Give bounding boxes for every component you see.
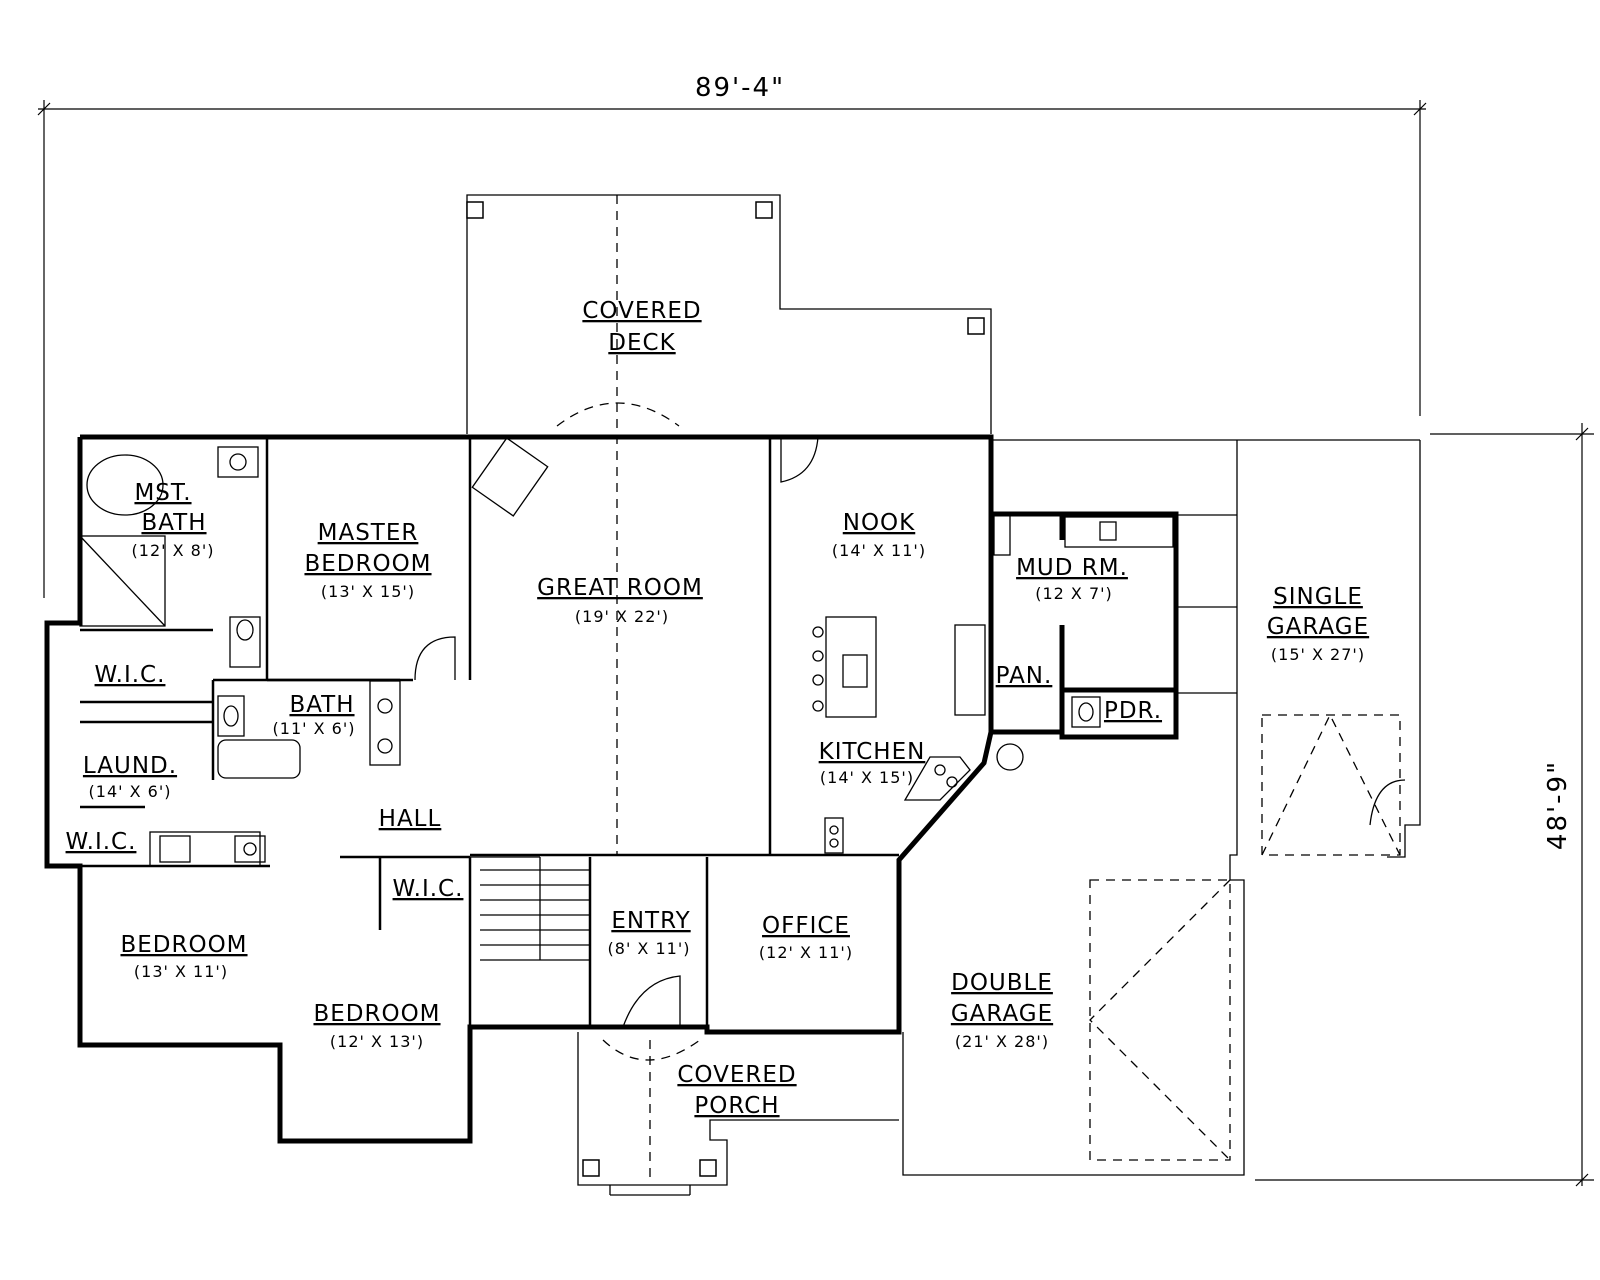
room-laund: LAUND. (14' X 6') — [83, 753, 177, 801]
room-mud-rm: MUD RM. (12 X 7') — [1016, 555, 1128, 603]
master-bedroom-label-2: BEDROOM — [304, 551, 431, 577]
wic-3-label: W.I.C. — [393, 876, 464, 902]
room-bedroom-2: BEDROOM (12' X 13') — [313, 1001, 440, 1051]
room-great-room: GREAT ROOM (19' X 22') — [537, 575, 703, 626]
covered-porch-label-1: COVERED — [677, 1062, 796, 1088]
mud-rm-label: MUD RM. — [1016, 555, 1128, 581]
garage-outlines — [1089, 713, 1406, 1161]
dimension-lines — [37, 100, 1594, 1187]
great-room-label: GREAT ROOM — [537, 575, 703, 601]
mst-bath-label-1: MST. — [134, 480, 191, 506]
room-kitchen: KITCHEN (14' X 15') — [819, 739, 926, 787]
mst-bath-size: (12' X 8') — [132, 541, 215, 560]
kitchen-size: (14' X 15') — [820, 768, 914, 787]
room-single-garage: SINGLE GARAGE (15' X 27') — [1267, 584, 1369, 664]
bedroom-1-label: BEDROOM — [120, 932, 247, 958]
room-bedroom-1: BEDROOM (13' X 11') — [120, 932, 247, 981]
pdr-label: PDR. — [1104, 698, 1162, 724]
covered-porch-outline — [577, 1032, 899, 1196]
double-garage-label-2: GARAGE — [951, 1001, 1053, 1027]
room-office: OFFICE (12' X 11') — [759, 913, 853, 962]
room-covered-porch: COVERED PORCH — [677, 1062, 796, 1119]
fixtures — [79, 436, 1174, 1028]
width-dimension: 89'-4" — [695, 73, 785, 103]
room-wic-1: W.I.C. — [95, 662, 166, 688]
bath-label: BATH — [289, 692, 354, 718]
room-pdr: PDR. — [1104, 698, 1162, 724]
room-mst-bath: MST. BATH (12' X 8') — [132, 480, 215, 560]
laund-size: (14' X 6') — [89, 782, 172, 801]
nook-label: NOOK — [843, 510, 916, 536]
master-bedroom-label-1: MASTER — [318, 520, 419, 546]
bedroom-2-label: BEDROOM — [313, 1001, 440, 1027]
room-double-garage: DOUBLE GARAGE (21' X 28') — [951, 970, 1053, 1051]
room-covered-deck: COVERED DECK — [582, 298, 701, 356]
wic-2-label: W.I.C. — [66, 829, 137, 855]
office-size: (12' X 11') — [759, 943, 853, 962]
mst-bath-label-2: BATH — [141, 510, 206, 536]
entry-size: (8' X 11') — [608, 939, 691, 958]
room-wic-2: W.I.C. — [66, 829, 137, 855]
room-master-bedroom: MASTER BEDROOM (13' X 15') — [304, 520, 431, 601]
interior-walls — [80, 437, 1421, 1176]
depth-dimension: 48'-9" — [1543, 760, 1573, 850]
room-hall: HALL — [379, 806, 442, 832]
double-garage-size: (21' X 28') — [955, 1032, 1049, 1051]
single-garage-label-1: SINGLE — [1273, 584, 1363, 610]
bath-size: (11' X 6') — [273, 719, 356, 738]
covered-deck-outline — [466, 194, 992, 855]
room-bath: BATH (11' X 6') — [273, 692, 356, 738]
room-pan: PAN. — [996, 663, 1053, 689]
bedroom-2-size: (12' X 13') — [330, 1032, 424, 1051]
wic-1-label: W.I.C. — [95, 662, 166, 688]
pan-label: PAN. — [996, 663, 1053, 689]
nook-size: (14' X 11') — [832, 541, 926, 560]
double-garage-label-1: DOUBLE — [951, 970, 1053, 996]
entry-label: ENTRY — [611, 908, 690, 934]
mud-rm-size: (12 X 7') — [1035, 584, 1113, 603]
master-bedroom-size: (13' X 15') — [321, 582, 415, 601]
covered-deck-label-1: COVERED — [582, 298, 701, 324]
room-wic-3: W.I.C. — [393, 876, 464, 902]
covered-deck-label-2: DECK — [608, 330, 675, 356]
kitchen-label: KITCHEN — [819, 739, 926, 765]
room-nook: NOOK (14' X 11') — [832, 510, 926, 560]
room-entry: ENTRY (8' X 11') — [608, 908, 691, 958]
single-garage-label-2: GARAGE — [1267, 614, 1369, 640]
great-room-size: (19' X 22') — [575, 607, 669, 626]
single-garage-size: (15' X 27') — [1271, 645, 1365, 664]
hall-label: HALL — [379, 806, 442, 832]
bedroom-1-size: (13' X 11') — [134, 962, 228, 981]
office-label: OFFICE — [762, 913, 850, 939]
covered-porch-label-2: PORCH — [694, 1093, 779, 1119]
exterior-walls — [44, 434, 1179, 1144]
laund-label: LAUND. — [83, 753, 177, 779]
